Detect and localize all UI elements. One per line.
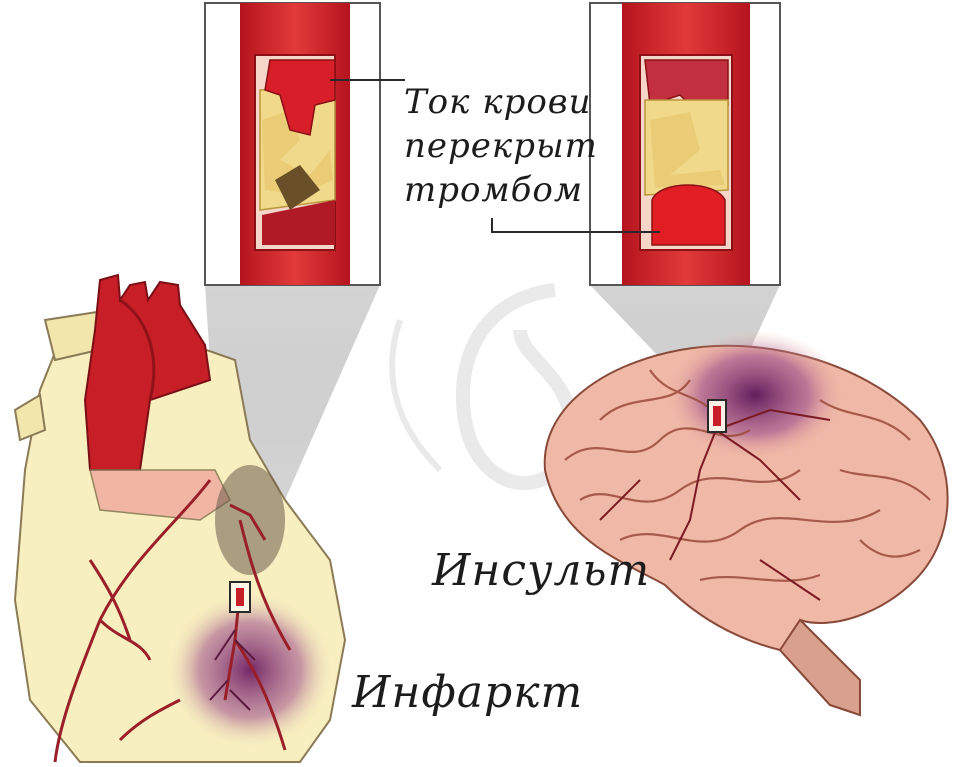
callout-line-3: тромбом	[404, 168, 598, 212]
infarct-zone	[165, 590, 335, 750]
infarction-label: Инфаркт	[352, 667, 583, 718]
callout-line-2: перекрыт	[404, 124, 598, 168]
callout-line-1: Ток крови	[404, 80, 598, 124]
stroke-zone	[665, 330, 845, 460]
vessel-inset-coronary	[205, 3, 405, 285]
stroke-label: Инсульт	[432, 545, 650, 596]
thrombus-callout-label: Ток крови перекрыт тромбом	[404, 80, 598, 212]
brain-illustration	[545, 330, 948, 715]
